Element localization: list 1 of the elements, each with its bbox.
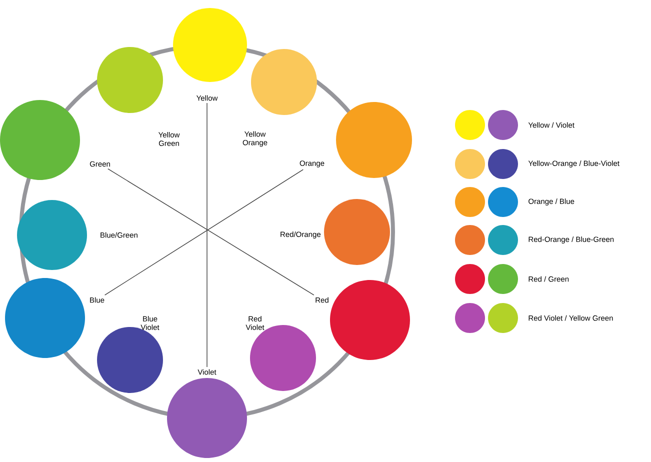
connector-line [206, 102, 208, 368]
